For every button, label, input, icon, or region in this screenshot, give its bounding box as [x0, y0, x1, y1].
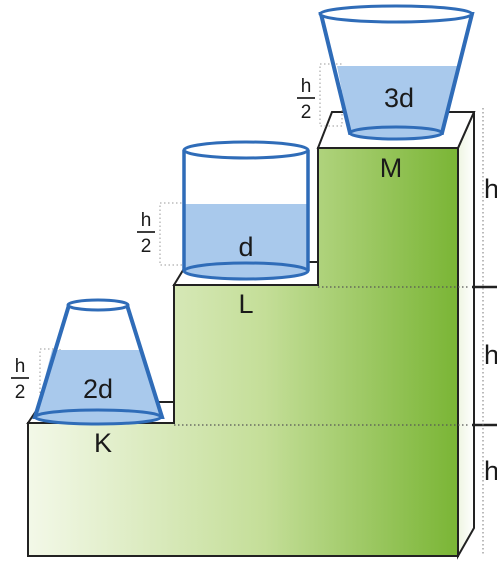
- svg-text:2: 2: [141, 236, 152, 257]
- staircase-side-face: [457, 111, 475, 560]
- svg-text:2: 2: [15, 382, 26, 403]
- height-label-middle: h: [484, 340, 497, 370]
- fraction-k: h 2: [11, 356, 29, 403]
- step-label-k: K: [94, 428, 112, 458]
- container-l: [159, 140, 310, 281]
- staircase-front: [27, 147, 459, 557]
- container-label-d: d: [238, 232, 253, 262]
- svg-text:h: h: [141, 210, 152, 231]
- step-label-l: L: [238, 289, 253, 319]
- container-label-2d: 2d: [83, 374, 113, 404]
- fraction-l: h 2: [137, 210, 155, 257]
- container-k: [32, 298, 165, 426]
- svg-text:2: 2: [301, 102, 312, 123]
- fraction-m: h 2: [297, 76, 315, 123]
- height-label-bottom: h: [484, 456, 497, 486]
- container-label-3d: 3d: [384, 83, 414, 113]
- height-label-top: h: [484, 174, 497, 204]
- step-label-m: M: [380, 153, 403, 183]
- svg-text:h: h: [15, 356, 26, 377]
- container-m: [318, 4, 475, 141]
- svg-text:h: h: [301, 76, 312, 97]
